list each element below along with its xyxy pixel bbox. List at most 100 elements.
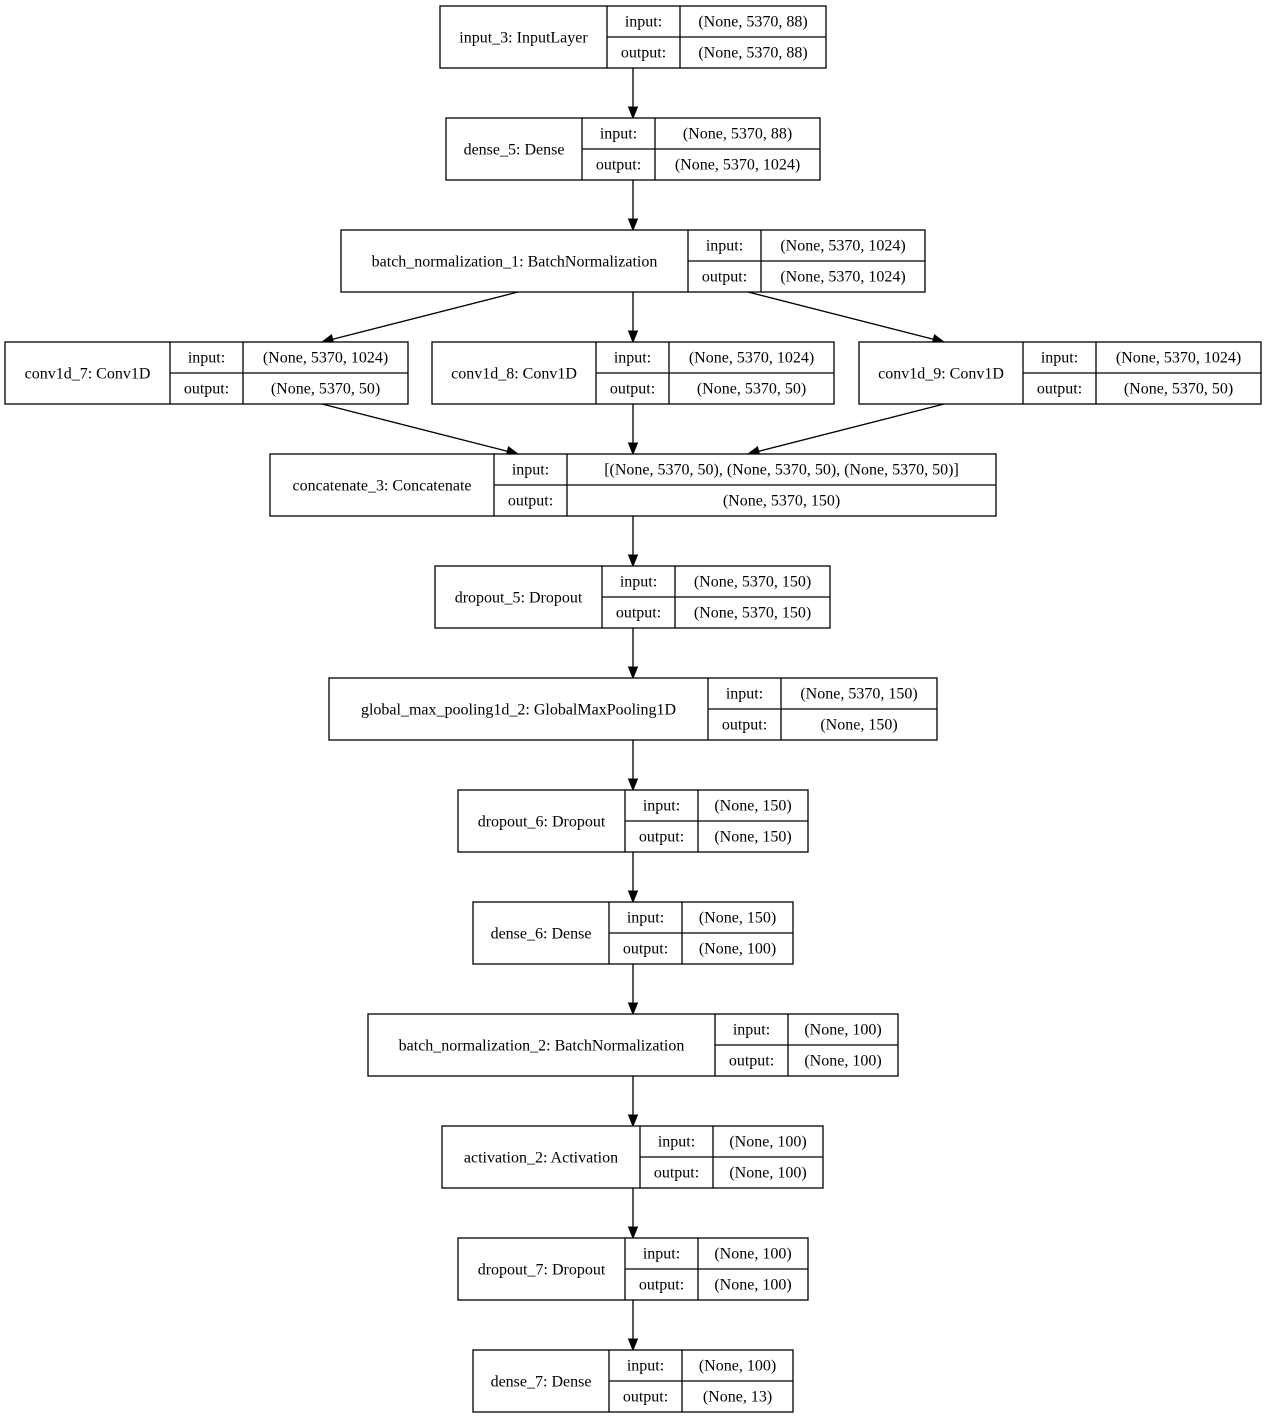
edge-n5-n7: [627, 404, 639, 456]
input-label: input:: [706, 238, 743, 255]
input-shape: (None, 5370, 150): [800, 686, 917, 703]
layer-name: batch_normalization_1: BatchNormalizatio…: [372, 254, 658, 271]
output-shape: (None, 5370, 150): [694, 605, 811, 622]
output-label: output:: [184, 381, 229, 398]
arrowhead-icon: [627, 778, 639, 792]
input-shape: (None, 5370, 88): [698, 14, 807, 31]
output-label: output:: [621, 45, 666, 62]
input-label: input:: [658, 1134, 695, 1151]
input-shape: (None, 5370, 1024): [1116, 350, 1241, 367]
edge-n7-n8: [627, 516, 639, 568]
arrowhead-icon: [627, 218, 639, 232]
edge-n2-n3: [627, 180, 639, 232]
output-shape: (None, 5370, 50): [697, 381, 806, 398]
layer-name: conv1d_9: Conv1D: [878, 366, 1004, 383]
output-shape: (None, 5370, 50): [1124, 381, 1233, 398]
layer-name: conv1d_8: Conv1D: [451, 366, 577, 383]
output-label: output:: [639, 1277, 684, 1294]
layer-name: dense_7: Dense: [491, 1374, 592, 1391]
arrowhead-icon: [627, 1226, 639, 1240]
input-shape: (None, 5370, 1024): [263, 350, 388, 367]
layer-name: global_max_pooling1d_2: GlobalMaxPooling…: [361, 702, 676, 719]
output-label: output:: [722, 717, 767, 734]
edge-line: [332, 291, 519, 340]
output-shape: (None, 5370, 150): [723, 493, 840, 510]
edge-n11-n12: [627, 964, 639, 1016]
output-label: output:: [654, 1165, 699, 1182]
input-shape: (None, 5370, 1024): [780, 238, 905, 255]
layer-node-batch-normalization-2: batch_normalization_2: BatchNormalizatio…: [367, 1013, 899, 1077]
arrowhead-icon: [627, 442, 639, 456]
edge-line: [321, 403, 508, 452]
edge-n1-n2: [627, 68, 639, 120]
output-shape: (None, 100): [699, 941, 776, 958]
edge-n4-n7: [321, 403, 520, 457]
layer-name: dropout_5: Dropout: [455, 590, 583, 607]
edge-n6-n7: [746, 403, 945, 457]
output-shape: (None, 100): [729, 1165, 806, 1182]
input-label: input:: [188, 350, 225, 367]
output-label: output:: [1037, 381, 1082, 398]
arrowhead-icon: [627, 1338, 639, 1352]
arrowhead-icon: [627, 1002, 639, 1016]
layer-node-dropout-7: dropout_7: Dropout input: output: (None, 10…: [457, 1237, 809, 1301]
layer-node-global-max-pooling1d-2: global_max_pooling1d_2: GlobalMaxPooling…: [328, 677, 938, 741]
edges: [320, 68, 946, 1352]
edge-n3-n6: [747, 291, 946, 345]
arrowhead-icon: [627, 106, 639, 120]
layer-node-batch-normalization-1: batch_normalization_1: BatchNormalizatio…: [340, 229, 926, 293]
output-shape: (None, 150): [820, 717, 897, 734]
input-shape: (None, 100): [729, 1134, 806, 1151]
input-shape: (None, 5370, 88): [683, 126, 792, 143]
output-label: output:: [623, 1389, 668, 1406]
output-shape: (None, 5370, 1024): [780, 269, 905, 286]
input-shape: (None, 150): [714, 798, 791, 815]
output-shape: (None, 100): [714, 1277, 791, 1294]
output-label: output:: [639, 829, 684, 846]
edge-n3-n4: [320, 291, 519, 345]
layer-name: concatenate_3: Concatenate: [292, 478, 471, 495]
input-shape: [(None, 5370, 50), (None, 5370, 50), (No…: [604, 462, 959, 479]
input-label: input:: [620, 574, 657, 591]
input-label: input:: [1041, 350, 1078, 367]
output-shape: (None, 150): [714, 829, 791, 846]
layer-name: dropout_7: Dropout: [478, 1262, 606, 1279]
arrowhead-icon: [627, 666, 639, 680]
output-shape: (None, 100): [804, 1053, 881, 1070]
arrowhead-icon: [627, 890, 639, 904]
output-label: output:: [623, 941, 668, 958]
input-shape: (None, 100): [714, 1246, 791, 1263]
arrowhead-icon: [627, 1114, 639, 1128]
output-shape: (None, 5370, 1024): [675, 157, 800, 174]
output-shape: (None, 5370, 50): [271, 381, 380, 398]
input-label: input:: [600, 126, 637, 143]
input-shape: (None, 5370, 1024): [689, 350, 814, 367]
edge-line: [747, 291, 934, 340]
arrowhead-icon: [627, 330, 639, 344]
output-label: output:: [508, 493, 553, 510]
layer-name: batch_normalization_2: BatchNormalizatio…: [399, 1038, 685, 1055]
input-label: input:: [643, 798, 680, 815]
input-label: input:: [733, 1022, 770, 1039]
edge-n3-n5: [627, 292, 639, 344]
input-label: input:: [625, 14, 662, 31]
input-shape: (None, 150): [699, 910, 776, 927]
input-shape: (None, 100): [804, 1022, 881, 1039]
output-label: output:: [702, 269, 747, 286]
output-label: output:: [729, 1053, 774, 1070]
input-label: input:: [627, 1358, 664, 1375]
input-label: input:: [643, 1246, 680, 1263]
edge-n12-n13: [627, 1076, 639, 1128]
layer-node-activation-2: activation_2: Activationinput:output:(No…: [441, 1125, 824, 1189]
input-shape: (None, 5370, 150): [694, 574, 811, 591]
input-shape: (None, 100): [699, 1358, 776, 1375]
edge-line: [758, 403, 945, 452]
